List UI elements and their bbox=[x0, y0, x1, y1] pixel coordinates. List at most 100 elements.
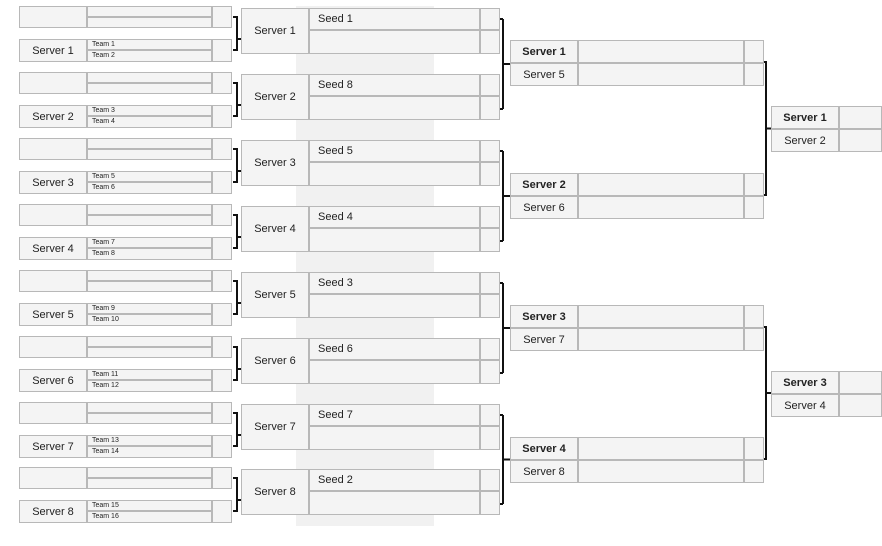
r3-server-bottom: Server 6 bbox=[510, 196, 578, 219]
r1-team-slot[interactable]: Team 3 bbox=[87, 105, 212, 116]
r3-score-cell[interactable] bbox=[744, 63, 764, 86]
r1-score-cell[interactable] bbox=[212, 39, 232, 62]
r1-blank-slot bbox=[87, 83, 212, 94]
r3-score-cell[interactable] bbox=[744, 196, 764, 219]
r1-blank-slot bbox=[87, 402, 212, 413]
r2-seed-slot[interactable]: Seed 6 bbox=[309, 338, 480, 360]
r1-team-slot[interactable]: Team 9 bbox=[87, 303, 212, 314]
r1-team-slot[interactable]: Team 1 bbox=[87, 39, 212, 50]
r2-empty-slot[interactable] bbox=[309, 426, 480, 450]
r2-seed-slot[interactable]: Seed 5 bbox=[309, 140, 480, 162]
r1-team-slot[interactable]: Team 2 bbox=[87, 50, 212, 62]
r3-score-cell[interactable] bbox=[744, 305, 764, 328]
r3-slot[interactable] bbox=[578, 63, 744, 86]
r2-score-cell[interactable] bbox=[480, 162, 500, 186]
r1-team-slot[interactable]: Team 4 bbox=[87, 116, 212, 128]
r1-blank-score bbox=[212, 204, 232, 226]
r2-score-cell[interactable] bbox=[480, 469, 500, 491]
r2-server-label: Server 6 bbox=[241, 338, 309, 384]
r1-blank-slot bbox=[87, 281, 212, 292]
r1-blank-slot bbox=[87, 72, 212, 83]
r2-empty-slot[interactable] bbox=[309, 294, 480, 318]
r1-blank-score bbox=[212, 336, 232, 358]
r1-team-slot[interactable]: Team 15 bbox=[87, 500, 212, 511]
r2-score-cell[interactable] bbox=[480, 74, 500, 96]
r3-score-cell[interactable] bbox=[744, 328, 764, 351]
r1-score-cell[interactable] bbox=[212, 369, 232, 392]
r3-slot[interactable] bbox=[578, 173, 744, 196]
r3-score-cell[interactable] bbox=[744, 437, 764, 460]
r3-server-bottom: Server 8 bbox=[510, 460, 578, 483]
r1-blank-slot bbox=[87, 336, 212, 347]
r1-team-slot[interactable]: Team 11 bbox=[87, 369, 212, 380]
r3-slot[interactable] bbox=[578, 460, 744, 483]
r1-server-label: Server 6 bbox=[19, 369, 87, 392]
r1-blank-score bbox=[212, 467, 232, 489]
r2-score-cell[interactable] bbox=[480, 404, 500, 426]
r1-team-slot[interactable]: Team 16 bbox=[87, 511, 212, 523]
r2-server-label: Server 7 bbox=[241, 404, 309, 450]
r1-score-cell[interactable] bbox=[212, 435, 232, 458]
r3-score-cell[interactable] bbox=[744, 173, 764, 196]
r2-server-label: Server 1 bbox=[241, 8, 309, 54]
r3-slot[interactable] bbox=[578, 437, 744, 460]
r2-empty-slot[interactable] bbox=[309, 491, 480, 515]
r3-server-bottom: Server 7 bbox=[510, 328, 578, 351]
r2-seed-slot[interactable]: Seed 7 bbox=[309, 404, 480, 426]
r2-score-cell[interactable] bbox=[480, 294, 500, 318]
r2-seed-slot[interactable]: Seed 3 bbox=[309, 272, 480, 294]
r3-score-cell[interactable] bbox=[744, 40, 764, 63]
r1-blank-score bbox=[212, 270, 232, 292]
r2-empty-slot[interactable] bbox=[309, 360, 480, 384]
r2-empty-slot[interactable] bbox=[309, 30, 480, 54]
r2-score-cell[interactable] bbox=[480, 360, 500, 384]
r2-seed-slot[interactable]: Seed 4 bbox=[309, 206, 480, 228]
r2-score-cell[interactable] bbox=[480, 140, 500, 162]
r1-blank-score bbox=[212, 138, 232, 160]
r1-blank-slot bbox=[87, 478, 212, 489]
r1-score-cell[interactable] bbox=[212, 500, 232, 523]
r3-slot[interactable] bbox=[578, 196, 744, 219]
r1-team-slot[interactable]: Team 8 bbox=[87, 248, 212, 260]
r2-score-cell[interactable] bbox=[480, 338, 500, 360]
r3-server-top: Server 4 bbox=[510, 437, 578, 460]
r2-score-cell[interactable] bbox=[480, 206, 500, 228]
r1-blank-cell bbox=[19, 467, 87, 489]
r2-empty-slot[interactable] bbox=[309, 162, 480, 186]
r3-slot[interactable] bbox=[578, 40, 744, 63]
r2-seed-slot[interactable]: Seed 1 bbox=[309, 8, 480, 30]
r2-score-cell[interactable] bbox=[480, 228, 500, 252]
r1-team-slot[interactable]: Team 5 bbox=[87, 171, 212, 182]
r2-score-cell[interactable] bbox=[480, 426, 500, 450]
r2-score-cell[interactable] bbox=[480, 8, 500, 30]
r2-empty-slot[interactable] bbox=[309, 228, 480, 252]
r1-blank-score bbox=[212, 6, 232, 28]
r1-score-cell[interactable] bbox=[212, 171, 232, 194]
r1-score-cell[interactable] bbox=[212, 105, 232, 128]
r1-score-cell[interactable] bbox=[212, 237, 232, 260]
r1-team-slot[interactable]: Team 7 bbox=[87, 237, 212, 248]
r3-slot[interactable] bbox=[578, 328, 744, 351]
r3-slot[interactable] bbox=[578, 305, 744, 328]
r1-score-cell[interactable] bbox=[212, 303, 232, 326]
r1-team-slot[interactable]: Team 12 bbox=[87, 380, 212, 392]
r1-team-slot[interactable]: Team 13 bbox=[87, 435, 212, 446]
r1-blank-cell bbox=[19, 270, 87, 292]
r1-blank-score bbox=[212, 402, 232, 424]
r3-server-bottom: Server 5 bbox=[510, 63, 578, 86]
r2-empty-slot[interactable] bbox=[309, 96, 480, 120]
r1-team-slot[interactable]: Team 6 bbox=[87, 182, 212, 194]
r1-blank-slot bbox=[87, 138, 212, 149]
r2-score-cell[interactable] bbox=[480, 491, 500, 515]
r2-score-cell[interactable] bbox=[480, 96, 500, 120]
r1-team-slot[interactable]: Team 10 bbox=[87, 314, 212, 326]
r3-score-cell[interactable] bbox=[744, 460, 764, 483]
r4-server-top: Server 1 bbox=[771, 106, 839, 129]
r2-seed-slot[interactable]: Seed 2 bbox=[309, 469, 480, 491]
r2-score-cell[interactable] bbox=[480, 30, 500, 54]
r2-score-cell[interactable] bbox=[480, 272, 500, 294]
r1-team-slot[interactable]: Team 14 bbox=[87, 446, 212, 458]
r1-server-label: Server 7 bbox=[19, 435, 87, 458]
r2-seed-slot[interactable]: Seed 8 bbox=[309, 74, 480, 96]
